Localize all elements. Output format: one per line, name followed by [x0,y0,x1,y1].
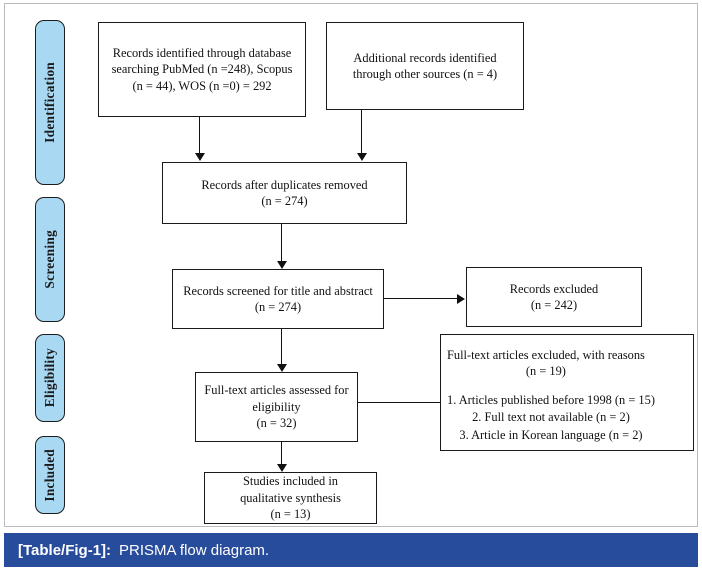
box-studies-included-text: Studies included in qualitative synthesi… [240,474,341,522]
connector-other-to-duplicates [361,110,362,154]
diagram-frame: Identification Screening Eligibility Inc… [4,3,698,527]
box-records-identified-database: Records identified through database sear… [98,22,306,117]
arrowhead-fulltext-to-included [277,464,287,472]
box-fulltext-excluded-heading: Full-text articles excluded, with reason… [447,348,645,379]
stage-label-screening: Screening [35,197,65,322]
box-records-after-duplicates-removed-text: Records after duplicates removed (n = 27… [201,177,368,208]
connector-screened-to-excluded [384,298,458,299]
connector-screened-to-fulltext [281,329,282,367]
box-studies-included: Studies included in qualitative synthesi… [204,472,377,524]
figure-caption-bar: [Table/Fig-1]: PRISMA flow diagram. [4,533,698,567]
figure-caption-text: PRISMA flow diagram. [119,541,270,559]
box-records-excluded-text: Records excluded (n = 242) [509,281,599,312]
stage-label-identification-text: Identification [42,62,57,143]
box-records-screened: Records screened for title and abstract … [172,269,384,329]
stage-label-included-text: Included [42,448,57,502]
box-records-screened-text: Records screened for title and abstract … [183,283,373,314]
arrowhead-screened-to-fulltext [277,364,287,372]
box-additional-records-identified: Additional records identified through ot… [326,22,524,110]
box-records-identified-database-text: Records identified through database sear… [111,45,293,93]
arrowhead-db-to-duplicates [195,153,205,161]
arrowhead-other-to-duplicates [357,153,367,161]
arrowhead-duplicates-to-screened [277,261,287,269]
box-records-after-duplicates-removed: Records after duplicates removed (n = 27… [162,162,407,224]
stage-label-screening-text: Screening [42,230,57,289]
stage-label-eligibility-text: Eligibility [42,348,57,408]
box-fulltext-articles-assessed: Full-text articles assessed for eligibil… [195,372,358,442]
box-fulltext-articles-assessed-text: Full-text articles assessed for eligibil… [204,383,349,431]
figure-caption-tag: [Table/Fig-1]: [18,541,112,559]
box-records-excluded: Records excluded (n = 242) [466,267,642,327]
box-fulltext-articles-excluded-reasons: Full-text articles excluded, with reason… [440,334,694,451]
connector-fulltext-to-included [281,442,282,467]
connector-db-to-duplicates [199,117,200,154]
stage-label-identification: Identification [35,20,65,185]
box-fulltext-excluded-reasons-list: 1. Articles published before 1998 (n = 1… [447,392,655,442]
connector-fulltext-to-excluded [358,402,441,403]
stage-label-eligibility: Eligibility [35,334,65,422]
stage-label-included: Included [35,436,65,514]
arrowhead-screened-to-excluded [457,294,465,304]
box-additional-records-identified-text: Additional records identified through ot… [352,50,498,81]
connector-duplicates-to-screened [281,224,282,264]
